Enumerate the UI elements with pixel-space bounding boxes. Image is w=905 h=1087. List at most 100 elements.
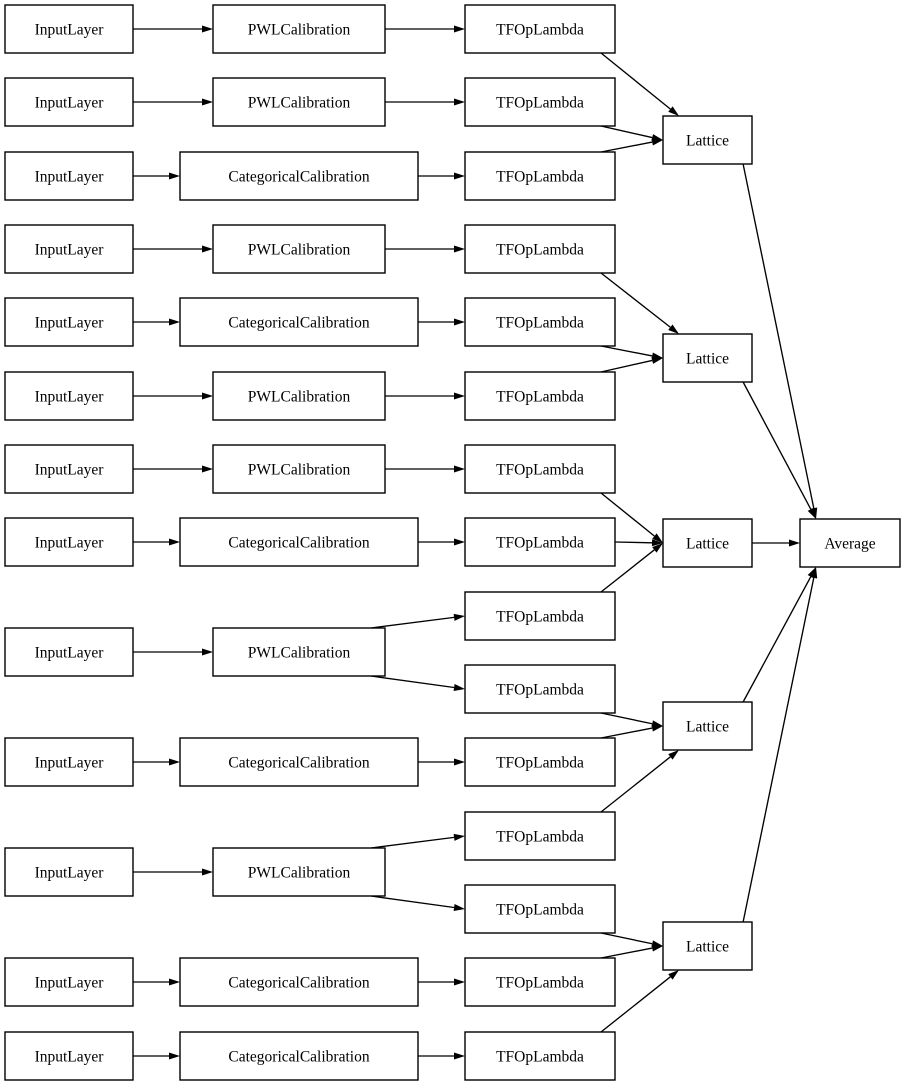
node-lam6[interactable]: TFOpLambda — [464, 371, 616, 421]
node-in11[interactable]: InputLayer — [4, 847, 134, 897]
edge-line — [370, 675, 455, 689]
node-lat2[interactable]: Lattice — [662, 333, 753, 383]
node-box[interactable] — [799, 518, 901, 568]
node-box[interactable] — [4, 444, 134, 494]
node-box[interactable] — [4, 77, 134, 127]
node-cal7[interactable]: PWLCalibration — [212, 444, 386, 494]
node-in1[interactable]: InputLayer — [4, 4, 134, 54]
node-box[interactable] — [464, 4, 616, 54]
node-lam8[interactable]: TFOpLambda — [464, 517, 616, 567]
node-cal9[interactable]: PWLCalibration — [212, 627, 386, 677]
node-lam1[interactable]: TFOpLambda — [464, 4, 616, 54]
node-box[interactable] — [464, 1031, 616, 1081]
node-box[interactable] — [464, 591, 616, 641]
node-box[interactable] — [464, 517, 616, 567]
node-cal1[interactable]: PWLCalibration — [212, 4, 386, 54]
node-box[interactable] — [4, 847, 134, 897]
node-cal10[interactable]: CategoricalCalibration — [179, 737, 419, 787]
node-in12[interactable]: InputLayer — [4, 957, 134, 1007]
node-in10[interactable]: InputLayer — [4, 737, 134, 787]
node-box[interactable] — [662, 333, 753, 383]
node-box[interactable] — [464, 297, 616, 347]
node-lat5[interactable]: Lattice — [662, 921, 753, 971]
node-lam7[interactable]: TFOpLambda — [464, 444, 616, 494]
node-lam14[interactable]: TFOpLambda — [464, 957, 616, 1007]
node-lam2[interactable]: TFOpLambda — [464, 77, 616, 127]
node-box[interactable] — [4, 4, 134, 54]
node-box[interactable] — [464, 77, 616, 127]
node-lam9[interactable]: TFOpLambda — [464, 591, 616, 641]
node-box[interactable] — [464, 151, 616, 201]
node-box[interactable] — [4, 371, 134, 421]
node-in7[interactable]: InputLayer — [4, 444, 134, 494]
node-box[interactable] — [212, 444, 386, 494]
node-cal12[interactable]: CategoricalCalibration — [179, 957, 419, 1007]
node-box[interactable] — [4, 1031, 134, 1081]
edge-tfop-lambda-to-lattice — [600, 543, 663, 593]
node-box[interactable] — [179, 517, 419, 567]
node-in2[interactable]: InputLayer — [4, 77, 134, 127]
node-in3[interactable]: InputLayer — [4, 151, 134, 201]
node-in5[interactable]: InputLayer — [4, 297, 134, 347]
node-box[interactable] — [179, 957, 419, 1007]
node-box[interactable] — [662, 115, 753, 165]
node-in13[interactable]: InputLayer — [4, 1031, 134, 1081]
node-box[interactable] — [464, 664, 616, 714]
node-in8[interactable]: InputLayer — [4, 517, 134, 567]
edge-tfop-lambda-to-lattice — [600, 724, 663, 739]
edge-tfop-lambda-to-lattice — [600, 492, 663, 543]
node-lam11[interactable]: TFOpLambda — [464, 737, 616, 787]
node-box[interactable] — [464, 444, 616, 494]
node-avg[interactable]: Average — [799, 518, 901, 568]
node-box[interactable] — [179, 151, 419, 201]
edge-line — [742, 381, 812, 510]
node-box[interactable] — [179, 297, 419, 347]
node-box[interactable] — [464, 737, 616, 787]
node-box[interactable] — [464, 811, 616, 861]
node-box[interactable] — [464, 371, 616, 421]
node-box[interactable] — [662, 921, 753, 971]
node-cal13[interactable]: CategoricalCalibration — [179, 1031, 419, 1081]
node-lam12[interactable]: TFOpLambda — [464, 811, 616, 861]
node-in4[interactable]: InputLayer — [4, 224, 134, 274]
node-box[interactable] — [212, 371, 386, 421]
node-box[interactable] — [179, 737, 419, 787]
node-label: InputLayer — [35, 865, 105, 882]
node-box[interactable] — [4, 517, 134, 567]
node-box[interactable] — [4, 737, 134, 787]
node-box[interactable] — [464, 957, 616, 1007]
node-box[interactable] — [212, 77, 386, 127]
node-box[interactable] — [662, 701, 753, 751]
node-lam3[interactable]: TFOpLambda — [464, 151, 616, 201]
node-in6[interactable]: InputLayer — [4, 371, 134, 421]
node-box[interactable] — [212, 627, 386, 677]
node-lam5[interactable]: TFOpLambda — [464, 297, 616, 347]
node-box[interactable] — [464, 224, 616, 274]
node-box[interactable] — [179, 1031, 419, 1081]
node-box[interactable] — [212, 224, 386, 274]
node-box[interactable] — [4, 297, 134, 347]
node-box[interactable] — [4, 627, 134, 677]
node-box[interactable] — [4, 151, 134, 201]
node-cal2[interactable]: PWLCalibration — [212, 77, 386, 127]
node-box[interactable] — [212, 847, 386, 897]
node-cal4[interactable]: PWLCalibration — [212, 224, 386, 274]
node-lam10[interactable]: TFOpLambda — [464, 664, 616, 714]
node-box[interactable] — [4, 957, 134, 1007]
node-lam13[interactable]: TFOpLambda — [464, 884, 616, 934]
node-cal5[interactable]: CategoricalCalibration — [179, 297, 419, 347]
node-lam15[interactable]: TFOpLambda — [464, 1031, 616, 1081]
node-box[interactable] — [4, 224, 134, 274]
node-lat4[interactable]: Lattice — [662, 701, 753, 751]
node-cal6[interactable]: PWLCalibration — [212, 371, 386, 421]
node-box[interactable] — [212, 4, 386, 54]
node-lat1[interactable]: Lattice — [662, 115, 753, 165]
node-lam4[interactable]: TFOpLambda — [464, 224, 616, 274]
node-lat3[interactable]: Lattice — [662, 518, 753, 568]
node-cal3[interactable]: CategoricalCalibration — [179, 151, 419, 201]
node-box[interactable] — [662, 518, 753, 568]
node-cal11[interactable]: PWLCalibration — [212, 847, 386, 897]
node-box[interactable] — [464, 884, 616, 934]
node-in9[interactable]: InputLayer — [4, 627, 134, 677]
node-cal8[interactable]: CategoricalCalibration — [179, 517, 419, 567]
